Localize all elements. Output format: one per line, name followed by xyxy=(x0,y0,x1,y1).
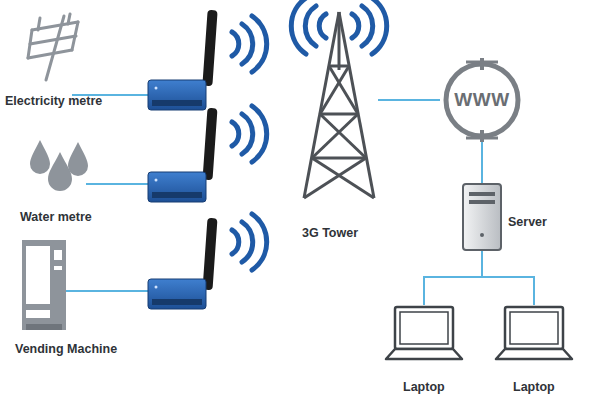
network-link xyxy=(481,142,483,183)
modem-device xyxy=(148,10,218,110)
network-link xyxy=(424,251,482,305)
meter-icon xyxy=(18,12,88,82)
server-node: Server xyxy=(462,183,502,251)
vending-machine-icon xyxy=(22,240,66,330)
laptop-node: Laptop xyxy=(385,305,463,363)
network-link xyxy=(378,99,440,101)
laptop-icon xyxy=(385,305,463,363)
device-node: Vending Machine xyxy=(22,240,66,330)
network-link xyxy=(482,251,534,305)
device-node: Water metre xyxy=(28,138,88,196)
modem-device xyxy=(148,218,217,309)
node-label: Server xyxy=(508,215,547,230)
laptop-icon xyxy=(495,305,573,363)
node-label: Electricity metre xyxy=(5,94,102,109)
wireless-waves xyxy=(232,16,267,270)
node-label: Laptop xyxy=(513,380,555,395)
node-label: Vending Machine xyxy=(15,342,117,357)
tower-icon xyxy=(300,10,378,200)
node-label: Laptop xyxy=(403,380,445,395)
water-drops-icon xyxy=(28,138,88,196)
globe-text: WWW xyxy=(440,58,524,142)
server-icon xyxy=(462,183,502,251)
modem-device xyxy=(148,108,217,202)
node-label: Water metre xyxy=(20,210,92,225)
device-node: Electricity metre xyxy=(18,12,88,82)
device-wire xyxy=(66,95,148,291)
internet-globe: WWW xyxy=(440,58,524,142)
laptop-node: Laptop xyxy=(495,305,573,363)
tower-node: 3G Tower xyxy=(300,10,378,200)
node-label: 3G Tower xyxy=(302,226,358,241)
